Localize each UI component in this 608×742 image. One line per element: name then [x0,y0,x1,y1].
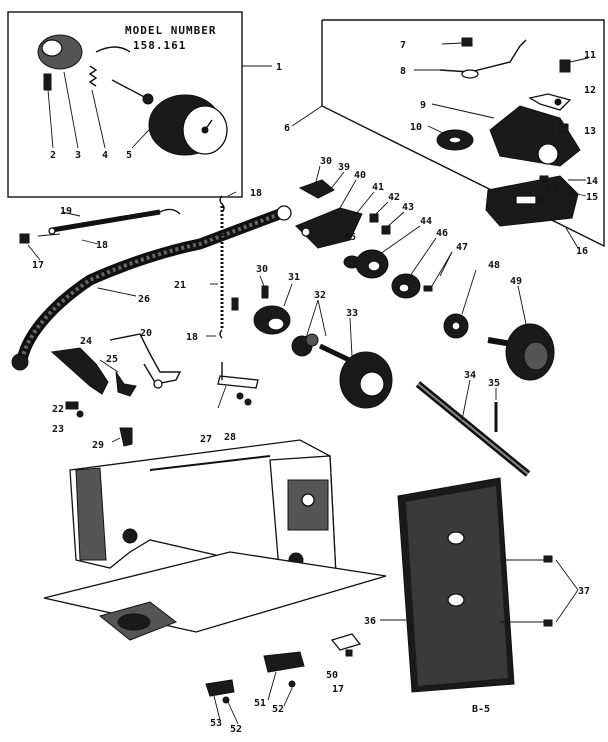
callout-48: 48 [488,260,500,271]
callout-26: 26 [138,294,150,305]
callout-19: 19 [60,206,72,217]
presser-bar-bracket-icon [295,207,363,249]
slide-plate-51-icon [263,651,305,673]
handwheel-group [443,269,555,381]
callout-52-mid: 52 [272,704,284,715]
callout-29: 29 [92,440,104,451]
callout-50: 50 [326,670,338,681]
callout-13: 13 [584,126,596,137]
callout-24: 24 [80,336,92,347]
motor-inset-box: MODEL NUMBER 158.161 [7,11,272,198]
callout-30-top: 30 [320,156,332,167]
callout-31: 31 [288,272,300,283]
callout-44: 44 [420,216,432,227]
callout-53: 53 [210,718,222,729]
callout-36: 36 [364,616,376,627]
lever-24-icon [50,347,109,395]
callout-46: 46 [436,228,448,239]
callout-47: 47 [456,242,468,253]
callout-43: 43 [402,202,414,213]
feed-assembly-icon [489,105,581,167]
rod-34-group [415,379,531,477]
callout-12: 12 [584,85,596,96]
callout-33: 33 [346,308,358,319]
spring-21-group [206,191,237,339]
callout-41: 41 [372,182,384,193]
callout-10: 10 [410,122,422,133]
callout-20: 20 [140,328,152,339]
callout-32: 32 [314,290,326,301]
callout-22: 22 [52,404,64,415]
rod-19-group [37,208,181,245]
main-shaft-group [11,205,292,371]
callout-6: 6 [284,123,290,134]
callout-40: 40 [354,170,366,181]
callout-17: 17 [32,260,44,271]
main-shaft-icon [16,206,287,362]
callout-16: 16 [576,246,588,257]
cover-plate-group [380,477,579,693]
callout-7: 7 [400,40,406,51]
callout-1: 1 [276,62,282,73]
callout-9: 9 [420,100,426,111]
motor-brush-icon [43,73,52,91]
callout-35: 35 [488,378,500,389]
callout-39: 39 [338,162,350,173]
callout-52-left: 52 [230,724,242,735]
callout-17-bottom: 17 [332,684,344,695]
callout-28-bracket: 28 [224,432,236,443]
hook-assembly-panel [291,19,605,249]
callout-23: 23 [52,424,64,435]
callout-42: 42 [388,192,400,203]
callout-51: 51 [254,698,266,709]
callout-3: 3 [75,150,81,161]
callout-14: 14 [586,176,598,187]
callout-2: 2 [50,150,56,161]
callout-5: 5 [126,150,132,161]
callout-18-rod: 18 [96,240,108,251]
model-number-label: MODEL NUMBER [125,24,216,37]
screw-22-icon [65,401,79,410]
tension-assembly-group [231,275,393,409]
callout-45: 45 [344,232,356,243]
upper-cluster-group [295,165,453,299]
brush-spring-icon [88,65,98,87]
page-code: B-5 [472,704,490,715]
callout-18-top: 18 [250,188,262,199]
model-number-value: 158.161 [133,39,186,52]
callout-11: 11 [584,50,596,61]
bottom-parts-group [205,633,362,725]
machine-head-group [43,439,387,641]
callout-27: 27 [200,434,212,445]
callout-30: 30 [256,264,268,275]
screw-17-icon [19,233,30,244]
callout-labels: 1 2 3 4 5 6 7 8 9 10 11 12 13 14 15 16 1… [32,40,598,735]
callout-15: 15 [586,192,598,203]
callout-8: 8 [400,66,406,77]
callout-4: 4 [102,150,108,161]
callout-18-spring: 18 [186,332,198,343]
callout-37: 37 [578,586,590,597]
callout-49: 49 [510,276,522,287]
callout-25: 25 [106,354,118,365]
callout-21: 21 [174,280,186,291]
callout-34: 34 [464,370,476,381]
